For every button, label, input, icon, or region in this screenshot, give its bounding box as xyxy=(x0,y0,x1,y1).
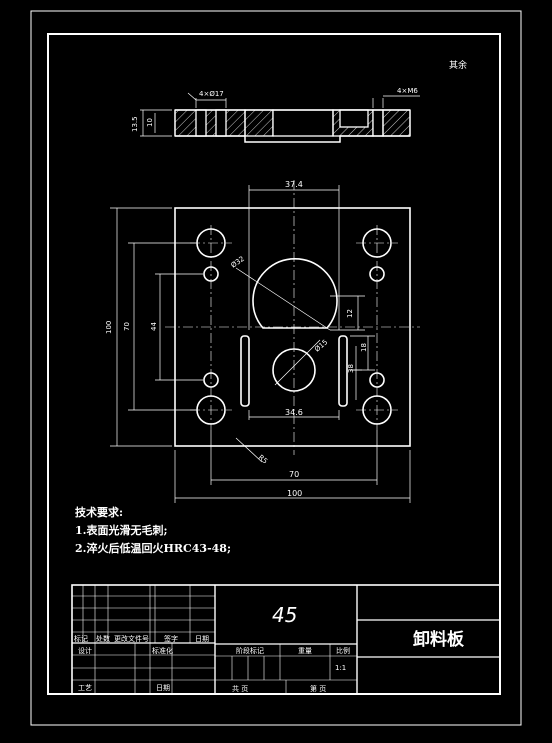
tb-label-scale: 比例 xyxy=(336,646,350,655)
tb-label-designer: 设计 xyxy=(78,646,92,655)
tech-requirement-2: 2.淬火后低温回火HRC43-48; xyxy=(75,542,232,555)
tb-label-weight: 重量 xyxy=(298,647,312,655)
title-material: 45 xyxy=(272,603,297,627)
tech-requirement-1: 1.表面光滑无毛刺; xyxy=(75,524,168,537)
arc-cutout xyxy=(252,257,338,329)
tb-label-approve-date: 日期 xyxy=(156,684,170,692)
tb-label-date: 日期 xyxy=(195,635,209,643)
dim-hole-span-v: 70 xyxy=(123,322,131,331)
tb-label-mark: 标记 xyxy=(74,634,88,643)
tb-scale-value: 1:1 xyxy=(335,664,346,672)
corner-roughness-label: 其余 xyxy=(449,59,467,71)
tb-label-file-no: 更改文件号 xyxy=(114,634,149,643)
tb-label-process: 工艺 xyxy=(78,684,92,692)
dim-small-span-v: 44 xyxy=(150,322,158,331)
plan-dimensions xyxy=(110,185,411,503)
dim-arc-dia: Ø32 xyxy=(230,255,246,270)
tech-requirements-title: 技术要求: xyxy=(75,506,124,519)
section-view xyxy=(174,109,411,143)
dim-side-outer: 13.5 xyxy=(131,116,139,132)
title-block-grid xyxy=(71,584,501,695)
dim-slot-b: 38 xyxy=(347,364,355,373)
dim-plate-width: 100 xyxy=(287,489,302,498)
dim-side-inner: 10 xyxy=(146,118,154,127)
tb-label-stage-mark: 阶段标记 xyxy=(236,646,264,655)
dim-hole-span-h: 70 xyxy=(289,470,299,479)
slot-right xyxy=(338,335,348,407)
dim-chamfer: R5 xyxy=(257,453,269,465)
dim-slot-gap: 34.6 xyxy=(285,408,303,417)
outer-frame xyxy=(30,10,522,726)
slot-left xyxy=(240,335,250,407)
dim-top-width: 37.4 xyxy=(285,180,303,189)
dim-plate-height: 100 xyxy=(105,321,113,334)
section-dimensions xyxy=(140,92,420,137)
dim-top-left-callout: 4×Ø17 xyxy=(199,90,224,98)
dim-slot-a: 18 xyxy=(360,343,368,352)
dim-arc-depth: 12 xyxy=(346,309,354,318)
dim-top-right-callout: 4×M6 xyxy=(397,87,418,95)
tb-label-zones: 处数 xyxy=(96,634,110,643)
tb-label-sheets-total: 共 页 xyxy=(232,684,248,693)
center-lines xyxy=(165,180,420,455)
title-part-name: 卸料板 xyxy=(413,629,465,650)
tb-label-signature: 签字 xyxy=(164,634,178,643)
tb-label-sheet-no: 第 页 xyxy=(310,684,326,693)
tb-label-standardize: 标准化 xyxy=(152,646,173,655)
dim-center-hole-dia: Ø15 xyxy=(313,338,329,353)
